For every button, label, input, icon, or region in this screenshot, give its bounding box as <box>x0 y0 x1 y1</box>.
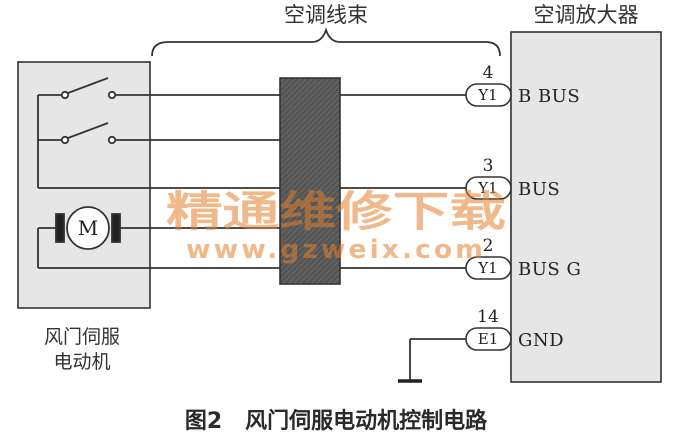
connector-code-2: Y1 <box>477 259 497 277</box>
pin-number-2: 2 <box>483 236 494 256</box>
motor-symbol: M <box>78 216 98 240</box>
watermark-text: 精通维修下载 <box>166 187 506 236</box>
connector-code-14: E1 <box>478 330 499 348</box>
pin-number-3: 3 <box>483 156 494 176</box>
amplifier-label: 空调放大器 <box>534 3 639 27</box>
servo-label-line1: 风门伺服 <box>44 326 120 348</box>
terminal-name-gnd: GND <box>518 330 564 351</box>
motor-icon <box>66 206 110 250</box>
ground-wire <box>409 338 466 380</box>
wires <box>150 94 466 269</box>
connector-pin-4 <box>465 83 512 107</box>
pin-number-4: 4 <box>483 63 494 83</box>
terminal-name-b-bus: B BUS <box>518 86 580 107</box>
switch-circuit <box>37 77 150 189</box>
pin-number-14: 14 <box>477 307 499 327</box>
connector-pin-2 <box>465 256 512 280</box>
watermark-url: www.gzweix.com <box>186 235 486 265</box>
amplifier-box <box>510 31 662 383</box>
motor-circuit <box>37 213 150 269</box>
harness-block <box>279 77 341 285</box>
harness-label: 空调线束 <box>284 3 368 27</box>
terminal-name-bus-g: BUS G <box>518 259 581 280</box>
connector-code-3: Y1 <box>477 179 497 197</box>
servo-label-line2: 电动机 <box>53 351 110 373</box>
connector-code-4: Y1 <box>477 86 497 104</box>
servo-motor-box <box>17 61 151 309</box>
connector-pin-3 <box>465 176 512 200</box>
terminal-name-bus: BUS <box>518 179 560 200</box>
figure-caption: 图2 风门伺服电动机控制电路 <box>185 408 488 434</box>
harness-brace <box>151 27 501 57</box>
